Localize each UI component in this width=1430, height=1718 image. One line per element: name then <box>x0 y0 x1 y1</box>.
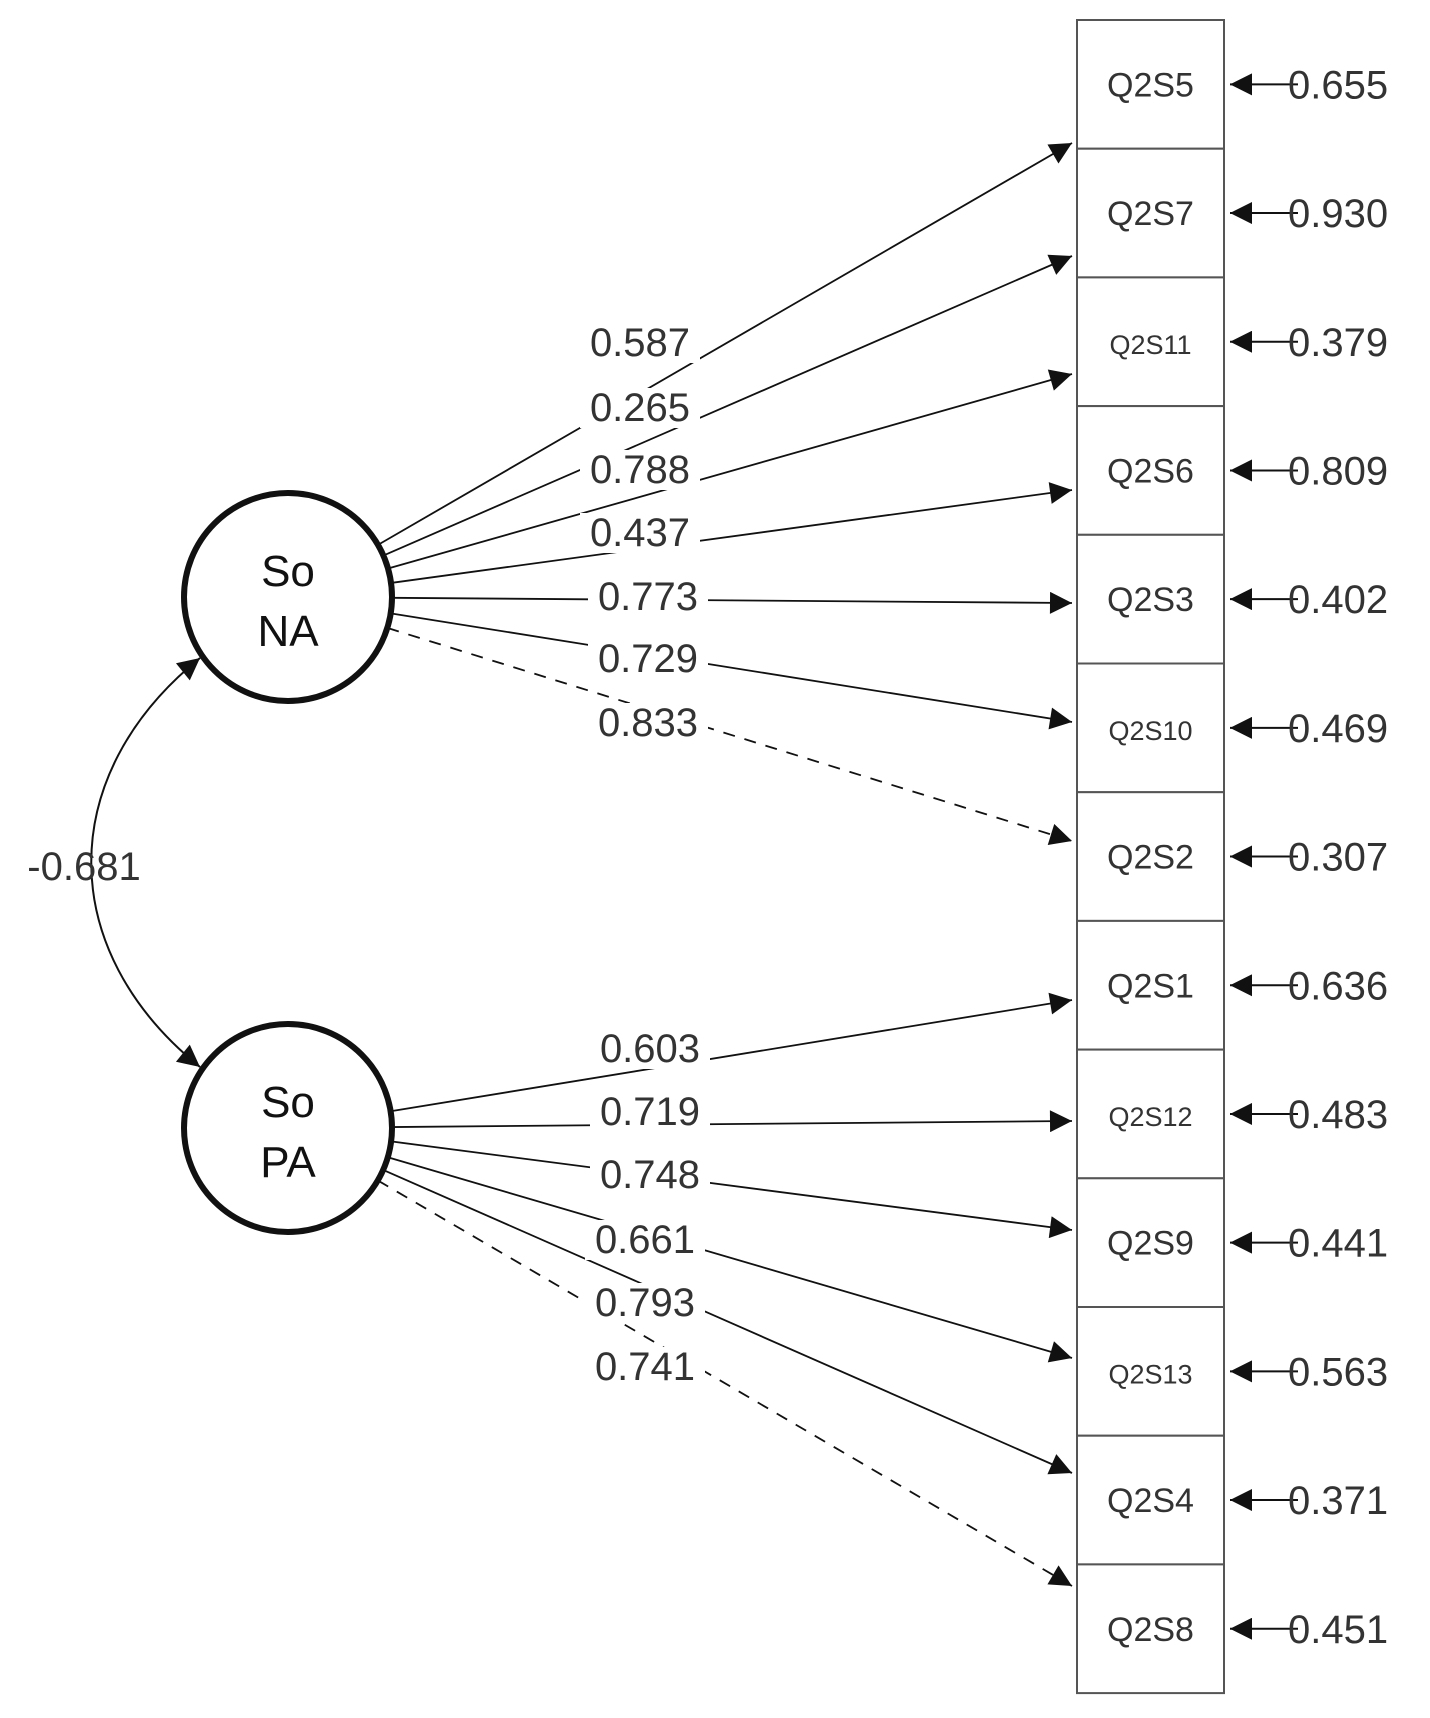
indicator-items: Q2S5Q2S7Q2S11Q2S6Q2S3Q2S10Q2S2Q2S1Q2S12Q… <box>1076 19 1225 1695</box>
loading-label-bg-q2s12 <box>590 1092 710 1132</box>
factor-pa-label-line2: PA <box>260 1138 316 1187</box>
loading-path-q2s9 <box>391 1140 1073 1239</box>
loading-value-q2s3: 0.773 <box>598 575 698 619</box>
loading-value-q2s1: 0.603 <box>600 1027 700 1071</box>
factor-pa-circle <box>181 1021 395 1235</box>
loading-path-q2s7 <box>383 254 1073 557</box>
error-value-q2s8: 0.451 <box>1288 1608 1388 1652</box>
error-terms: 0.655 0.930 0.379 0.809 0.402 0.469 0.307 0.636… <box>1230 63 1388 1652</box>
error-value-q2s1: 0.636 <box>1288 964 1388 1008</box>
item-label-q2s1: Q2S1 <box>1107 967 1194 1005</box>
item-label-q2s5: Q2S5 <box>1107 66 1194 104</box>
loading-value-q2s5: 0.587 <box>590 321 690 365</box>
item-box-q2s9 <box>1076 1177 1225 1309</box>
item-box-q2s7 <box>1076 147 1225 279</box>
loading-path-q2s4 <box>382 1169 1073 1475</box>
item-label-q2s11: Q2S11 <box>1109 330 1191 360</box>
error-value-q2s6: 0.809 <box>1288 449 1388 493</box>
item-box-q2s4 <box>1076 1434 1225 1566</box>
loading-path-q2s1 <box>390 992 1073 1113</box>
item-label-q2s3: Q2S3 <box>1107 581 1194 619</box>
loading-path-q2s10 <box>390 612 1073 730</box>
loading-value-q2s9: 0.748 <box>600 1153 700 1197</box>
factor-na-circle <box>181 490 395 704</box>
item-label-q2s4: Q2S4 <box>1107 1482 1194 1520</box>
loading-label-bg-q2s9 <box>590 1155 710 1195</box>
factor-na-label-line2: NA <box>257 607 319 656</box>
loading-label-bg-q2s7 <box>580 388 700 428</box>
loading-label-bg-q2s10 <box>588 639 708 679</box>
loading-value-q2s2: 0.833 <box>598 701 698 745</box>
loading-value-q2s13: 0.661 <box>595 1218 695 1262</box>
error-value-q2s5: 0.655 <box>1288 63 1388 107</box>
factor-na: So NA <box>181 490 395 704</box>
error-value-q2s3: 0.402 <box>1288 578 1388 622</box>
loading-label-bg-q2s1 <box>590 1029 710 1069</box>
loading-path-q2s5 <box>377 142 1073 546</box>
loading-value-q2s6: 0.437 <box>590 511 690 555</box>
item-label-q2s8: Q2S8 <box>1107 1611 1194 1649</box>
error-value-q2s2: 0.307 <box>1288 836 1388 880</box>
loading-value-q2s8: 0.741 <box>595 1345 695 1389</box>
error-value-q2s13: 0.563 <box>1288 1350 1388 1394</box>
loading-path-q2s11 <box>387 369 1073 570</box>
loading-value-q2s11: 0.788 <box>590 448 690 492</box>
error-value-q2s7: 0.930 <box>1288 192 1388 236</box>
loading-label-bg-q2s11 <box>580 450 700 490</box>
loading-path-q2s2 <box>387 627 1073 845</box>
loading-paths <box>377 142 1073 1587</box>
covariance-value: -0.681 <box>27 845 140 889</box>
loading-labels: 0.587 0.265 0.788 0.437 0.773 0.729 0.833 0.603… <box>580 321 710 1389</box>
loading-label-bg-q2s3 <box>588 577 708 617</box>
loading-value-q2s7: 0.265 <box>590 386 690 430</box>
item-label-q2s9: Q2S9 <box>1107 1225 1194 1263</box>
loading-path-q2s12 <box>391 1110 1073 1133</box>
item-box-q2s11 <box>1076 276 1225 408</box>
item-label-q2s2: Q2S2 <box>1107 839 1194 877</box>
covariance-arc <box>90 657 201 1068</box>
loading-path-q2s8 <box>377 1179 1073 1587</box>
item-box-q2s10 <box>1076 662 1225 794</box>
item-label-q2s13: Q2S13 <box>1108 1359 1192 1389</box>
error-value-q2s12: 0.483 <box>1288 1093 1388 1137</box>
item-label-q2s7: Q2S7 <box>1107 195 1194 233</box>
loading-label-bg-q2s8 <box>585 1347 705 1387</box>
loading-path-q2s13 <box>387 1156 1073 1363</box>
loading-label-bg-q2s2 <box>588 703 708 743</box>
item-box-q2s1 <box>1076 919 1225 1051</box>
item-label-q2s12: Q2S12 <box>1108 1102 1192 1132</box>
loading-value-q2s10: 0.729 <box>598 637 698 681</box>
item-box-q2s13 <box>1076 1306 1225 1437</box>
item-box-q2s8 <box>1076 1563 1225 1695</box>
loading-label-bg-q2s5 <box>580 323 700 363</box>
loading-value-q2s4: 0.793 <box>595 1281 695 1325</box>
error-value-q2s4: 0.371 <box>1288 1479 1388 1523</box>
item-label-q2s6: Q2S6 <box>1107 452 1194 490</box>
loading-value-q2s12: 0.719 <box>600 1090 700 1134</box>
error-value-q2s10: 0.469 <box>1288 707 1388 751</box>
loading-path-q2s6 <box>390 482 1073 584</box>
loading-label-bg-q2s4 <box>585 1283 705 1323</box>
item-box-q2s6 <box>1076 405 1225 536</box>
loading-label-bg-q2s6 <box>580 513 700 553</box>
error-value-q2s11: 0.379 <box>1288 321 1388 365</box>
item-label-q2s10: Q2S10 <box>1108 716 1192 746</box>
factor-pa-label-line1: So <box>261 1078 315 1127</box>
loading-label-bg-q2s13 <box>585 1220 705 1260</box>
factor-pa: So PA <box>181 1021 395 1235</box>
error-value-q2s9: 0.441 <box>1288 1222 1388 1266</box>
loading-path-q2s3 <box>391 591 1073 614</box>
item-box-q2s5 <box>1076 19 1225 150</box>
factor-na-label-line1: So <box>261 547 315 596</box>
